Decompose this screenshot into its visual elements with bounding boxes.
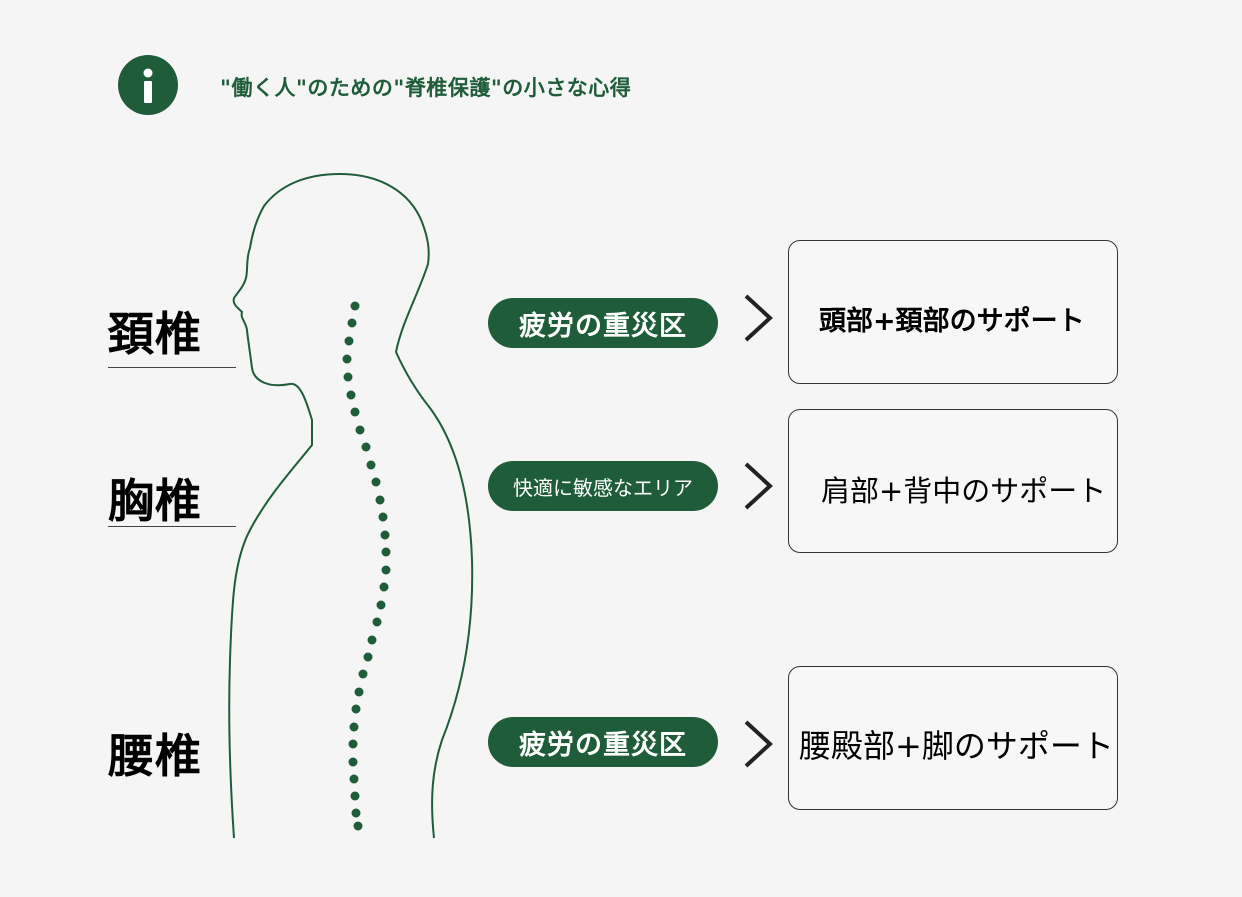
region-underline-thoracic	[108, 526, 236, 527]
spine-dots	[342, 301, 391, 831]
page-title: "働く人"のための"脊椎保護"の小さな心得	[220, 76, 632, 100]
support-card-lumbar: 腰殿部+脚のサポート	[788, 666, 1118, 810]
body-outline	[228, 172, 474, 839]
chevron-right-icon	[744, 462, 773, 510]
support-text-cervical: 頭部+頚部のサポート	[819, 306, 1085, 337]
region-label-thoracic: 胸椎	[108, 474, 202, 528]
chevron-right-icon	[744, 294, 773, 342]
region-label-lumbar: 腰椎	[108, 729, 202, 783]
region-tag-lumbar: 疲労の重災区	[488, 717, 718, 767]
support-text-lumbar: 腰殿部+脚のサポート	[799, 727, 1114, 765]
region-tag-cervical: 疲労の重災区	[488, 298, 718, 348]
region-tag-thoracic: 快適に敏感なエリア	[488, 461, 718, 511]
support-text-thoracic: 肩部+背中のサポート	[821, 474, 1107, 508]
support-card-cervical: 頭部+頚部のサポート	[788, 240, 1118, 384]
region-label-cervical: 頚椎	[108, 307, 202, 361]
info-icon	[118, 55, 178, 115]
region-underline-cervical	[108, 367, 236, 368]
support-card-thoracic: 肩部+背中のサポート	[788, 409, 1118, 553]
chevron-right-icon	[744, 720, 773, 768]
